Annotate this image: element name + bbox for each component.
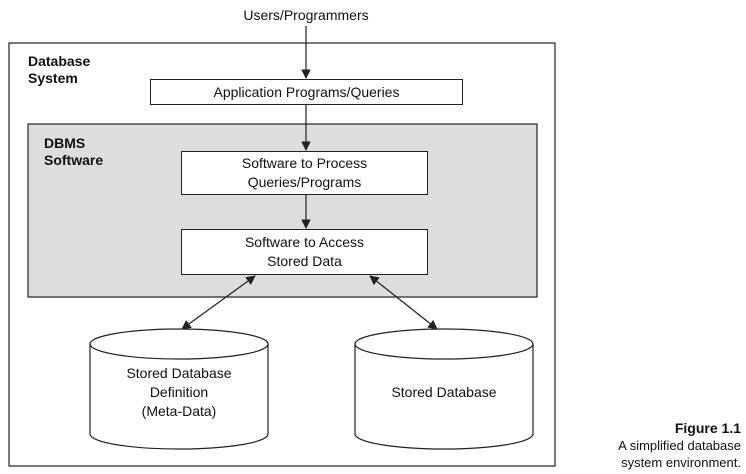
metadata-store-line3: (Meta-Data) — [141, 402, 217, 419]
arrow-access-to-metadata — [181, 275, 256, 330]
metadata-store-label: Stored Database Definition (Meta-Data) — [90, 362, 268, 422]
database-system-title-line2: System — [28, 70, 78, 86]
application-programs-box: Application Programs/Queries — [150, 79, 463, 105]
metadata-store-line1: Stored Database — [126, 364, 232, 381]
figure-caption-line1: A simplified database — [618, 438, 741, 453]
query-processor-box: Software to Process Queries/Programs — [181, 151, 428, 195]
arrow-access-to-database — [369, 275, 438, 330]
storage-access-line1: Software to Access — [244, 234, 365, 250]
application-programs-label: Application Programs/Queries — [213, 83, 400, 100]
metadata-store-line2: Definition — [149, 383, 209, 400]
storage-access-box: Software to Access Stored Data — [181, 229, 428, 275]
metadata-store-cylinder — [89, 328, 269, 450]
figure-caption-line2: system environment. — [621, 455, 741, 470]
storage-access-line2: Stored Data — [267, 253, 342, 269]
database-store-cylinder — [354, 328, 534, 450]
dbms-title-line1: DBMS — [44, 135, 86, 151]
database-store-line1: Stored Database — [391, 383, 497, 400]
figure-caption-label: Figure 1.1 — [674, 420, 741, 436]
query-processor-line1: Software to Process — [241, 155, 368, 171]
query-processor-line2: Queries/Programs — [247, 174, 362, 190]
database-system-title-line1: Database — [28, 53, 91, 69]
database-store-label: Stored Database — [355, 381, 533, 403]
dbms-title-line2: Software — [44, 152, 104, 168]
users-programmers-label: Users/Programmers — [243, 7, 369, 23]
